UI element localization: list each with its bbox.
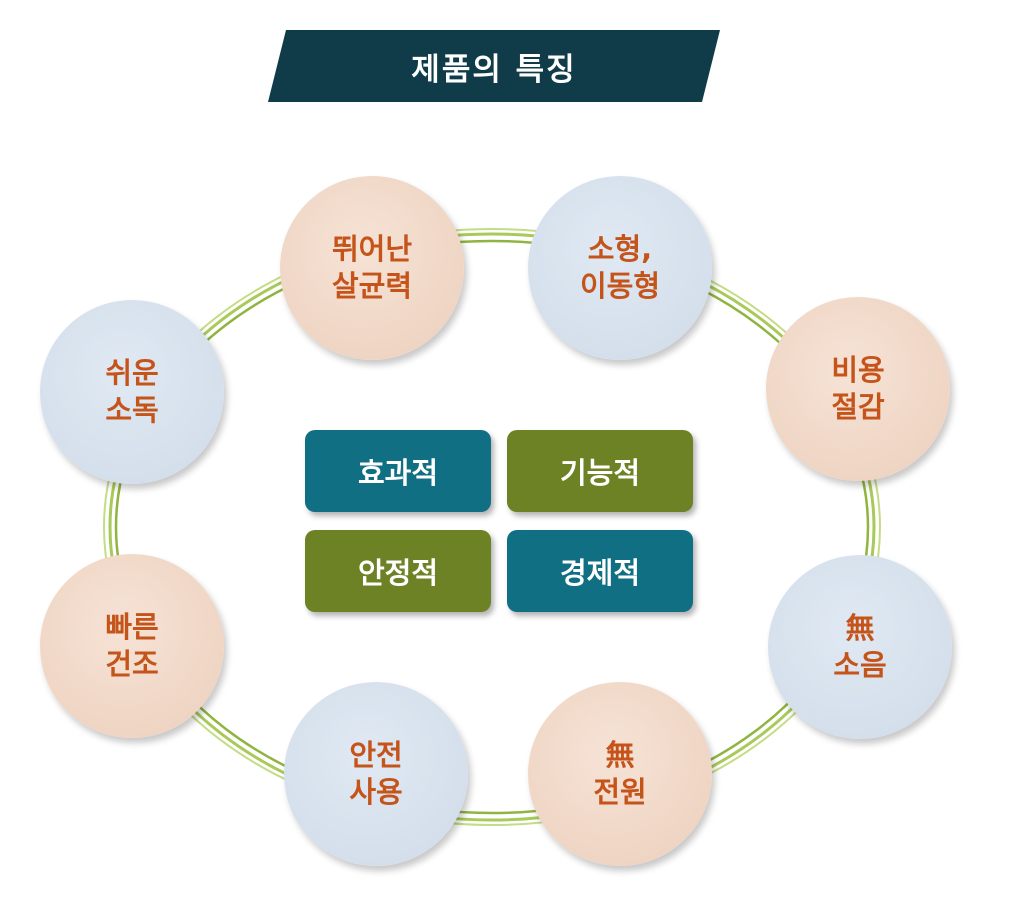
circle-line2: 사용 (349, 775, 403, 809)
circle-line2: 살균력 (331, 269, 413, 303)
circle-line1: 無 (845, 611, 875, 645)
feature-circle-sterilization: 뛰어난 살균력 (280, 176, 464, 360)
feature-circle-no-noise: 無 소음 (768, 555, 952, 739)
circle-line2: 절감 (831, 390, 885, 424)
feature-circle-fast-drying: 빠른 건조 (40, 554, 224, 738)
feature-circle-no-power: 無 전원 (528, 682, 712, 866)
box-functional: 기능적 (507, 430, 693, 512)
circle-line2: 이동형 (579, 269, 661, 303)
box-label: 안정적 (357, 556, 439, 590)
circle-line1: 뛰어난 (331, 232, 413, 266)
title-banner: 제품의 특징 (268, 30, 720, 102)
box-economical: 경제적 (507, 530, 693, 612)
feature-circle-cost-saving: 비용 절감 (766, 297, 950, 481)
circle-line1: 안전 (349, 738, 403, 772)
circle-line2: 소음 (833, 648, 887, 682)
box-stable: 안정적 (305, 530, 491, 612)
box-effective: 효과적 (305, 430, 491, 512)
circle-line2: 건조 (105, 647, 159, 681)
box-label: 기능적 (559, 456, 641, 490)
title-text: 제품의 특징 (411, 51, 577, 88)
circle-line1: 無 (605, 738, 635, 772)
box-label: 경제적 (559, 556, 641, 590)
circle-line1: 소형, (587, 232, 653, 266)
feature-circle-easy-disinfection: 쉬운 소독 (40, 300, 224, 484)
box-label: 효과적 (357, 456, 439, 490)
circle-line1: 빠른 (105, 610, 159, 644)
circle-line1: 쉬운 (105, 356, 159, 390)
circle-line2: 소독 (105, 393, 159, 427)
feature-circle-safe-use: 안전 사용 (284, 682, 468, 866)
feature-circle-portable: 소형, 이동형 (528, 176, 712, 360)
circle-line1: 비용 (831, 353, 885, 387)
circle-line2: 전원 (593, 775, 647, 809)
